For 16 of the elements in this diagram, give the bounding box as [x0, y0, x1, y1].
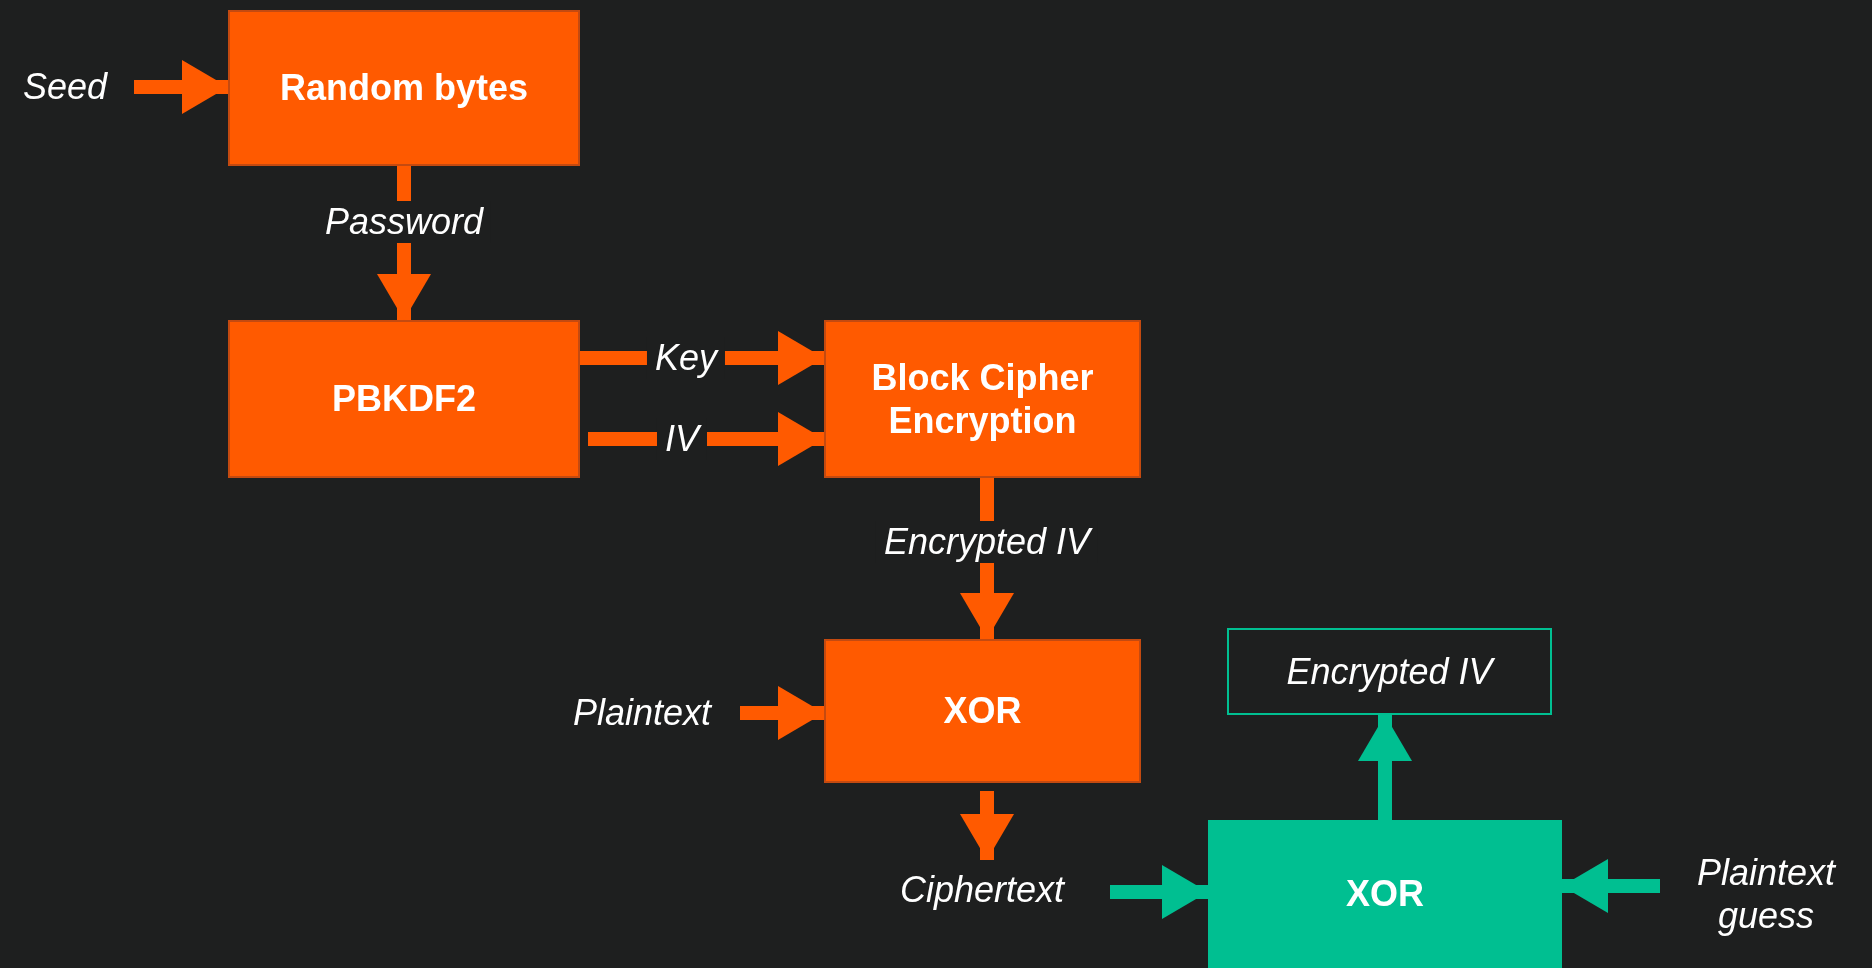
- flow-text: Plaintext guess: [1666, 846, 1866, 942]
- flow-text: Plaintext: [544, 688, 740, 738]
- arrow: [740, 686, 824, 740]
- output-box: Encrypted IV: [1227, 628, 1552, 715]
- process-box: Block Cipher Encryption: [824, 320, 1141, 478]
- flow-text: Seed: [8, 62, 122, 112]
- arrow: [1110, 865, 1208, 919]
- process-box: PBKDF2: [228, 320, 580, 478]
- arrow: [134, 60, 228, 114]
- arrow: [1562, 859, 1660, 913]
- arrow: [960, 791, 1014, 860]
- flow-text: Ciphertext: [862, 864, 1102, 916]
- process-box: XOR: [824, 639, 1141, 783]
- process-box: XOR: [1208, 820, 1562, 968]
- arrow: [1358, 715, 1412, 820]
- process-box: Random bytes: [228, 10, 580, 166]
